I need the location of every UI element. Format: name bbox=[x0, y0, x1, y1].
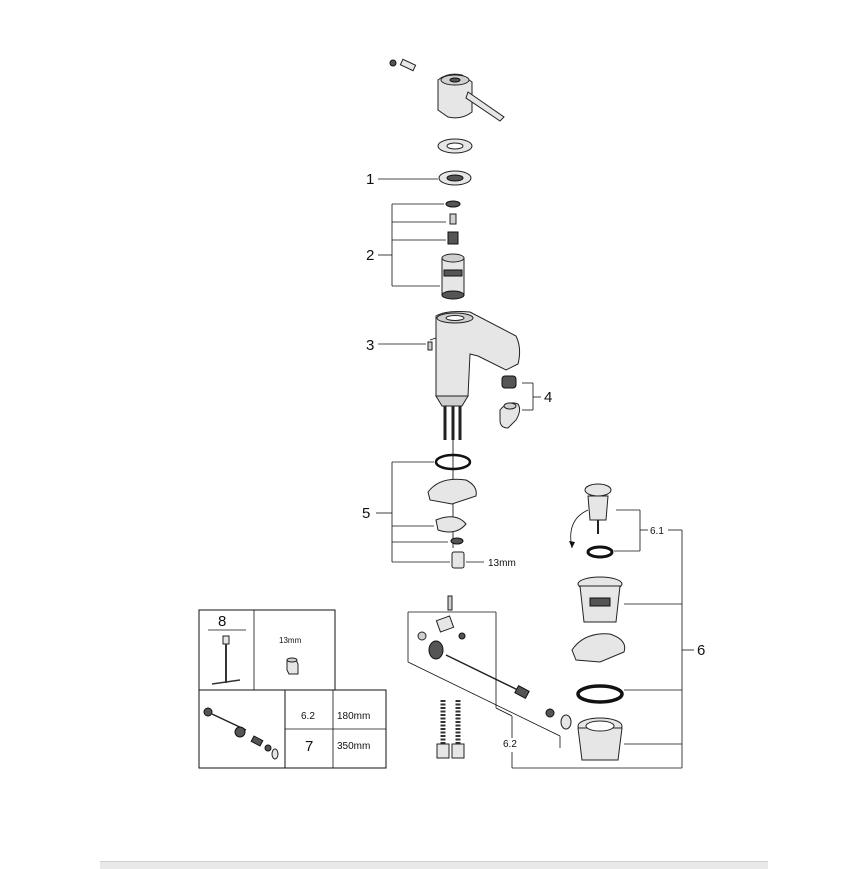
hex-nut-icon bbox=[286, 657, 299, 675]
grub-screw bbox=[389, 58, 417, 72]
callout-6-label: 6 bbox=[697, 642, 705, 659]
cartridge-parts bbox=[441, 200, 465, 300]
inset-row-0-num: 6.2 bbox=[301, 711, 315, 722]
callout-1: 1 bbox=[366, 171, 438, 188]
callout-4: 4 bbox=[522, 382, 552, 411]
popup-rod-assembly: 6.2 bbox=[407, 595, 572, 768]
callout-6-2-label: 6.2 bbox=[503, 739, 517, 750]
callout-2-label: 2 bbox=[366, 247, 374, 264]
inset-row-1-num: 7 bbox=[305, 738, 313, 755]
wrench-size-main: 13mm bbox=[488, 558, 516, 569]
bottom-scroll-bar bbox=[100, 861, 768, 869]
popup-plug bbox=[569, 483, 614, 559]
inset-row-0-len: 180mm bbox=[337, 711, 370, 722]
key-tool-icon bbox=[211, 635, 241, 685]
callout-5: 5 13mm bbox=[362, 461, 516, 569]
callout-3-label: 3 bbox=[366, 337, 374, 354]
callout-6: 6.1 6 bbox=[512, 509, 705, 769]
mounting-set bbox=[427, 453, 477, 569]
inset-table: 8 13mm 6.2 180mm 7 350mm bbox=[198, 609, 387, 769]
callout-2: 2 bbox=[366, 203, 446, 287]
rod-kit-icon bbox=[203, 707, 279, 760]
callout-5-label: 5 bbox=[362, 505, 370, 522]
callout-4-label: 4 bbox=[544, 389, 552, 406]
callout-3: 3 bbox=[366, 337, 426, 354]
aerator bbox=[499, 375, 521, 429]
flex-hoses bbox=[436, 700, 465, 759]
cover-ring bbox=[437, 138, 473, 154]
inset-row-1-len: 350mm bbox=[337, 741, 370, 752]
waste-body bbox=[571, 576, 626, 761]
faucet-body bbox=[427, 311, 521, 407]
cartridge-ring bbox=[438, 170, 472, 186]
inset-8-label: 8 bbox=[218, 613, 226, 630]
inset-wrench-size: 13mm bbox=[279, 636, 302, 645]
lever-handle bbox=[437, 73, 505, 122]
callout-1-label: 1 bbox=[366, 171, 374, 188]
callout-6-1-label: 6.1 bbox=[650, 526, 664, 537]
